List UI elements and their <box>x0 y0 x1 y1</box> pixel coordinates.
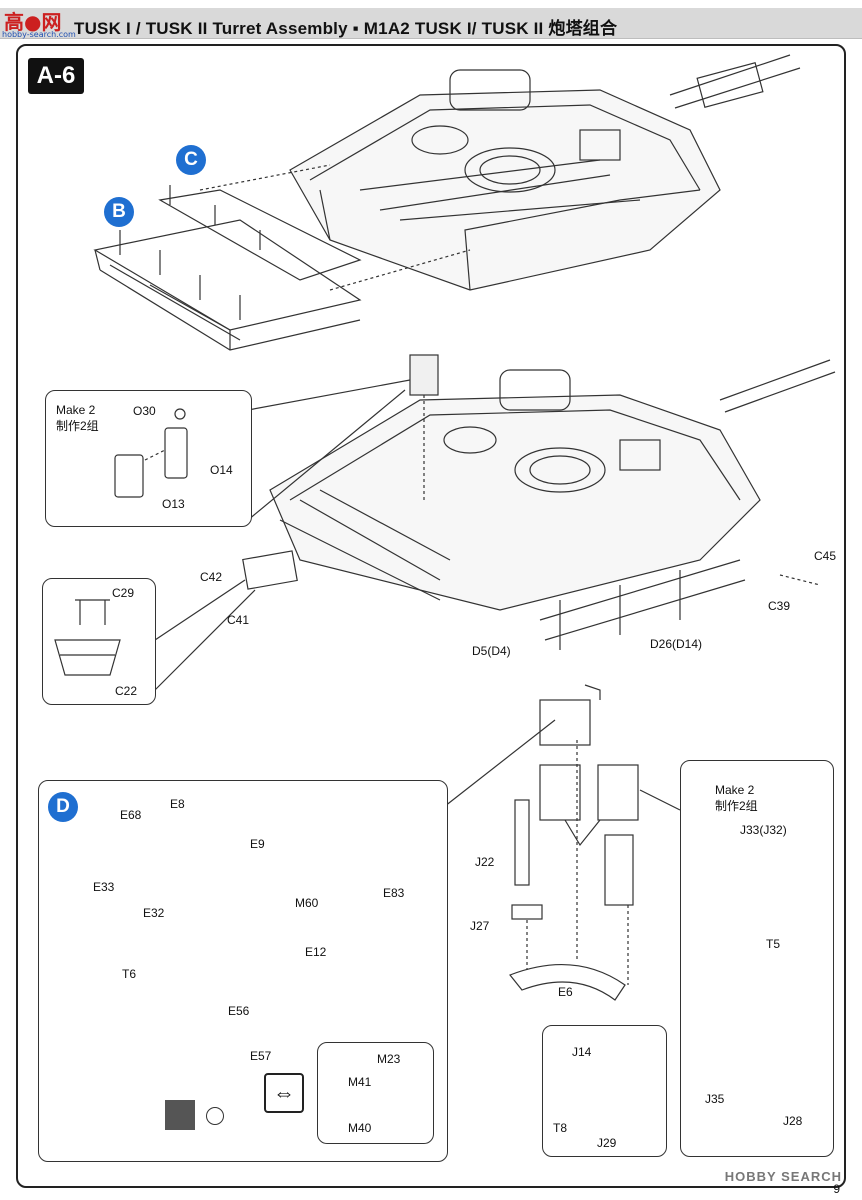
inset-m-box <box>317 1042 434 1144</box>
label-t8: T8 <box>553 1121 568 1135</box>
both-sides-arrow-icon: ⇔ <box>264 1073 304 1113</box>
step-frame <box>16 44 846 1188</box>
label-e6: E6 <box>558 985 573 999</box>
label-m23: M23 <box>377 1052 401 1066</box>
inset-c-box <box>42 578 156 705</box>
label-m40: M40 <box>348 1121 372 1135</box>
label-d5-d4: D5(D4) <box>472 644 511 658</box>
label-d26-d14: D26(D14) <box>650 637 703 651</box>
header-bar <box>0 8 862 39</box>
label-j14: J14 <box>572 1045 592 1059</box>
label-m60: M60 <box>295 896 319 910</box>
label-t5: T5 <box>766 937 781 951</box>
inset-o-note-cn: 制作2组 <box>56 419 99 433</box>
label-m41: M41 <box>348 1075 372 1089</box>
site-logo: 高●网 <box>4 10 62 34</box>
label-j29: J29 <box>597 1136 617 1150</box>
center-j-assembly-drawing <box>509 684 639 1001</box>
footer-brand: HOBBY SEARCH <box>724 1169 842 1184</box>
label-e57: E57 <box>250 1049 272 1063</box>
inset-o-box <box>45 390 252 527</box>
badge-c: C <box>176 145 206 175</box>
label-e8: E8 <box>170 797 185 811</box>
label-o30: O30 <box>133 404 156 418</box>
no-glue-icon <box>206 1107 224 1125</box>
label-e83: E83 <box>383 886 405 900</box>
label-j33-j32: J33(J32) <box>740 823 787 837</box>
label-j28: J28 <box>783 1114 803 1128</box>
label-e12: E12 <box>305 945 327 959</box>
upper-turret-drawing <box>289 54 801 291</box>
label-j22: J22 <box>475 855 495 869</box>
label-e9: E9 <box>250 837 265 851</box>
label-e33: E33 <box>93 880 115 894</box>
inset-j-note-en: Make 2 <box>715 783 755 797</box>
rack-b-c-drawing <box>93 164 471 351</box>
badge-b: B <box>104 197 134 227</box>
label-t6: T6 <box>122 967 137 981</box>
label-c39: C39 <box>768 599 791 613</box>
label-c45: C45 <box>814 549 837 563</box>
label-e32: E32 <box>143 906 165 920</box>
site-logo-url: hobby-search.com <box>2 30 76 39</box>
inset-j14-box <box>542 1025 667 1157</box>
label-o14: O14 <box>210 463 233 477</box>
step-number-badge: A-6 <box>28 58 84 94</box>
label-o13: O13 <box>162 497 185 511</box>
inset-j-box <box>680 760 834 1157</box>
label-e68: E68 <box>120 808 142 822</box>
label-j35: J35 <box>705 1092 725 1106</box>
label-j27: J27 <box>470 919 490 933</box>
page-number: 9 <box>833 1182 840 1196</box>
inset-j-note-cn: 制作2组 <box>715 799 758 813</box>
inset-o-note-en: Make 2 <box>56 403 96 417</box>
label-e56: E56 <box>228 1004 250 1018</box>
decal-icon <box>165 1100 195 1130</box>
badge-d: D <box>48 792 78 822</box>
label-c41: C41 <box>227 613 250 627</box>
label-c42: C42 <box>200 570 223 584</box>
label-c29: C29 <box>112 586 135 600</box>
page-title: TUSK I / TUSK II Turret Assembly ▪ M1A2 … <box>74 19 618 38</box>
lower-turret-drawing <box>242 354 836 650</box>
label-c22: C22 <box>115 684 138 698</box>
